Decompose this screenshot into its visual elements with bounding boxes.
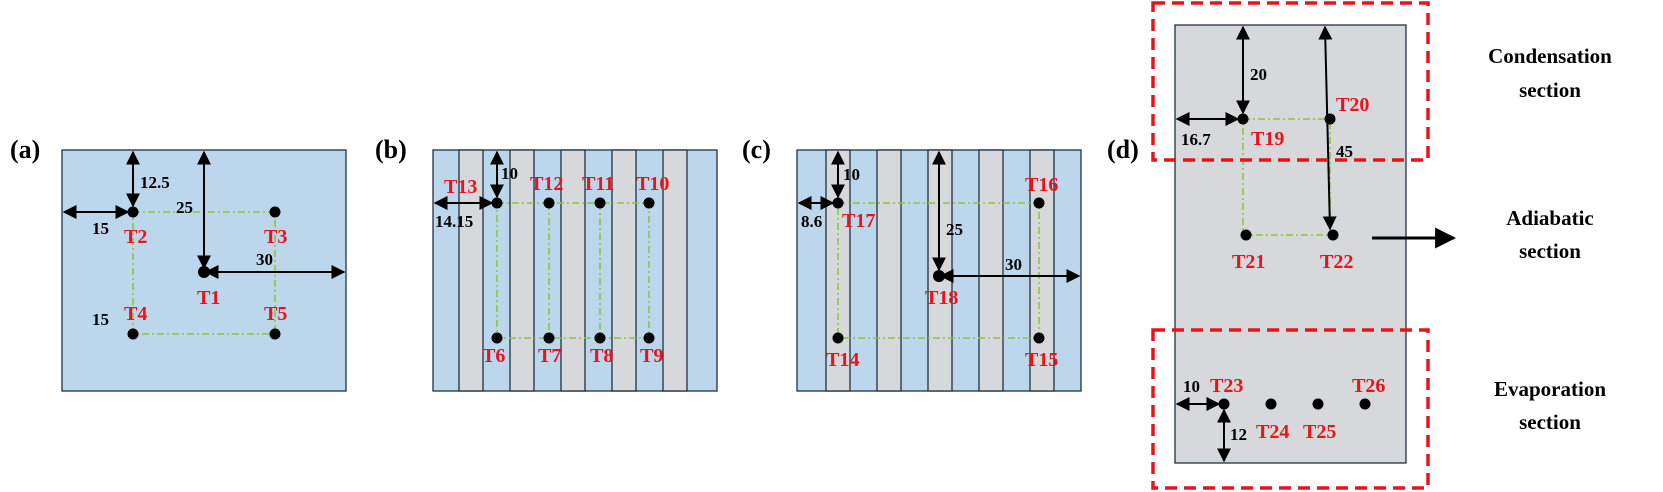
dim-a-15-left: 15 (92, 219, 109, 238)
dim-c-25: 25 (946, 220, 963, 239)
adiabatic-label-line2: section (1519, 239, 1581, 263)
sensor-dot-T18 (933, 270, 945, 282)
sensor-label-T1: T1 (197, 287, 220, 309)
fin-c-2 (876, 149, 902, 392)
sensor-dot-T19 (1237, 113, 1249, 125)
sensor-dot-T13 (491, 197, 503, 209)
adiabatic-label-line1: Adiabatic (1506, 206, 1594, 230)
dim-c-10: 10 (843, 165, 860, 184)
panel-a: (a) 12.5 25 15 30 15 T1 T2 T3 T4 T5 (10, 135, 347, 392)
fin-b-4 (611, 149, 637, 392)
sensor-label-T12: T12 (530, 173, 563, 195)
sensor-label-T25: T25 (1303, 421, 1336, 443)
dim-d-45: 45 (1336, 142, 1353, 161)
fin-c-4 (978, 149, 1004, 392)
sensor-dot-T2 (127, 206, 139, 218)
sensor-label-T9: T9 (640, 345, 663, 367)
sensor-dot-T15 (1033, 332, 1045, 344)
dim-d-10: 10 (1183, 377, 1200, 396)
sensor-label-T23: T23 (1210, 375, 1243, 397)
sensor-label-T16: T16 (1025, 174, 1058, 196)
sensor-label-T20: T20 (1336, 94, 1369, 116)
sensor-label-T15: T15 (1025, 349, 1058, 371)
fin-b-5 (662, 149, 688, 392)
sensor-label-T13: T13 (444, 176, 477, 198)
dim-b-14-15: 14.15 (435, 212, 473, 231)
condensation-label-line1: Condensation (1488, 44, 1612, 68)
evaporation-label-line1: Evaporation (1494, 377, 1606, 401)
sensor-dot-T16 (1033, 197, 1045, 209)
sensor-label-T17: T17 (842, 210, 875, 232)
fin-b-2 (509, 149, 535, 392)
sensor-dot-T14 (832, 332, 844, 344)
panel-b: (b) 10 14.15 T13 T12 T11 T10 T6 T7 T8 T9 (375, 135, 718, 392)
sensor-label-T11: T11 (582, 173, 614, 195)
guide-rect-a (132, 211, 276, 335)
sensor-label-T8: T8 (590, 345, 613, 367)
dim-a-12-5: 12.5 (140, 173, 170, 192)
sensor-label-T24: T24 (1256, 421, 1289, 443)
sensor-dot-T1 (198, 266, 210, 278)
sensor-dot-T3 (269, 206, 281, 218)
sensor-dot-T26 (1359, 398, 1371, 410)
sensor-dot-T21 (1240, 229, 1252, 241)
panel-d: (d) 20 16.7 45 10 12 T19 T20 T21 T22 T23… (1107, 1, 1612, 490)
sensor-dot-T17 (832, 197, 844, 209)
sensor-label-T5: T5 (264, 303, 287, 325)
dim-a-15-bottom: 15 (92, 310, 109, 329)
sensor-dot-T8 (594, 332, 606, 344)
sensor-label-T10: T10 (636, 173, 669, 195)
sensor-label-T2: T2 (124, 226, 147, 248)
sensor-dot-T23 (1218, 398, 1230, 410)
dim-a-25: 25 (176, 198, 193, 217)
condensation-label-line2: section (1519, 78, 1581, 102)
sensor-label-T18: T18 (925, 287, 958, 309)
sensor-dot-T6 (491, 332, 503, 344)
dim-d-20: 20 (1250, 65, 1267, 84)
sensor-dot-T25 (1312, 398, 1324, 410)
dim-a-30: 30 (256, 250, 273, 269)
evaporation-section-box (1151, 328, 1430, 490)
plate-d (1174, 24, 1407, 464)
panel-label-c: (c) (742, 135, 771, 164)
sensor-label-T7: T7 (538, 345, 561, 367)
panel-label-d: (d) (1107, 135, 1139, 164)
sensor-label-T3: T3 (264, 226, 287, 248)
fins-b (458, 149, 688, 392)
sensor-dot-T7 (543, 332, 555, 344)
sensor-label-T4: T4 (124, 303, 147, 325)
sensor-label-T22: T22 (1320, 251, 1353, 273)
sensor-dot-T4 (127, 328, 139, 340)
fin-b-3 (560, 149, 586, 392)
sensor-label-T6: T6 (482, 345, 505, 367)
sensor-dot-T20 (1324, 113, 1336, 125)
sensor-dot-T10 (643, 197, 655, 209)
sensor-dot-T22 (1327, 229, 1339, 241)
panel-label-b: (b) (375, 135, 407, 164)
panel-label-a: (a) (10, 135, 40, 164)
panel-c: (c) 10 8.6 25 30 T16 T17 T18 T14 T15 (742, 135, 1082, 392)
dim-d-16-7: 16.7 (1181, 130, 1211, 149)
sensor-dot-T24 (1265, 398, 1277, 410)
sensor-dot-T9 (643, 332, 655, 344)
evaporation-label-line2: section (1519, 410, 1581, 434)
condensation-section-box (1151, 1, 1430, 162)
dim-c-30: 30 (1005, 255, 1022, 274)
dim-arrow-d-45 (1318, 25, 1337, 231)
sensor-label-T21: T21 (1232, 251, 1265, 273)
sensor-dot-T5 (269, 328, 281, 340)
sensor-label-T26: T26 (1352, 375, 1385, 397)
dim-d-12: 12 (1230, 425, 1247, 444)
sensor-dot-T11 (594, 197, 606, 209)
dim-b-10: 10 (501, 164, 518, 183)
dim-c-8-6: 8.6 (801, 212, 822, 231)
sensor-dot-T12 (543, 197, 555, 209)
sensor-label-T14: T14 (826, 349, 859, 371)
sensor-label-T19: T19 (1251, 128, 1284, 150)
fin-b-1 (458, 149, 484, 392)
